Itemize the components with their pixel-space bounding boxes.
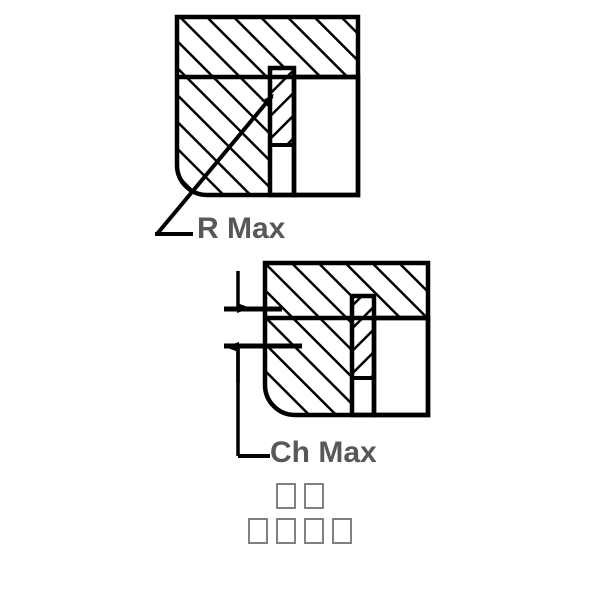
missing-glyph-box (304, 483, 324, 509)
missing-glyph-box (276, 483, 296, 509)
ch-max-pocket-outline (371, 315, 431, 418)
ch-max-label: Ch Max (270, 436, 377, 469)
missing-glyph-box (248, 518, 268, 544)
missing-glyph-line-2 (0, 518, 600, 544)
r-max-leader-line (155, 93, 274, 236)
r-max-pocket-outline (291, 74, 361, 198)
r-max-figure: R Max (155, 14, 361, 245)
r-max-label: R Max (197, 212, 286, 245)
r-max-outline (174, 14, 361, 198)
ch-max-figure: Ch Max (224, 260, 431, 469)
ch-max-body-hatch (265, 263, 428, 415)
r-max-body-hatch (177, 17, 358, 195)
missing-glyph-box (276, 518, 296, 544)
ch-max-outline (262, 260, 431, 418)
missing-glyph-box (332, 518, 352, 544)
missing-glyph-line-1 (0, 483, 600, 509)
missing-glyph-box (304, 518, 324, 544)
